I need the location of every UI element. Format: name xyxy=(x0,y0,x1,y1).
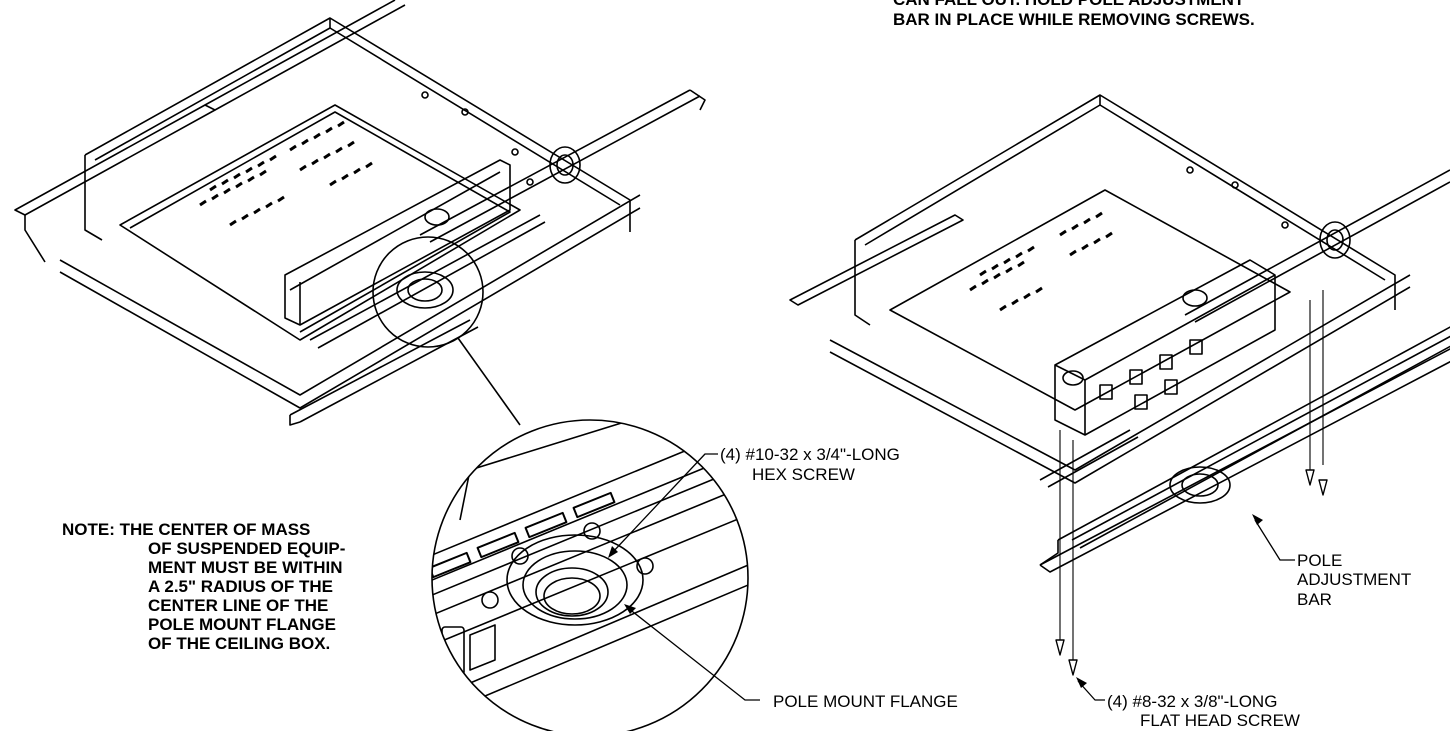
hex-screw-label-line-1: (4) #10-32 x 3/4"-LONG xyxy=(720,445,900,464)
screw-guide-lines xyxy=(1059,290,1324,660)
pole-bar-label-line-3: BAR xyxy=(1297,590,1332,609)
note-line: OF SUSPENDED EQUIP- xyxy=(148,539,346,558)
hex-screw-label-line-2: HEX SCREW xyxy=(752,465,855,484)
note-line: POLE MOUNT FLANGE xyxy=(148,615,336,634)
left-ceiling-box xyxy=(14,0,706,426)
flat-screw-label-line-2: FLAT HEAD SCREW xyxy=(1140,711,1300,730)
note-line: CENTER LINE OF THE xyxy=(148,596,329,615)
screws xyxy=(1055,469,1328,676)
pole-bar-label-line-2: ADJUSTMENT xyxy=(1297,570,1412,589)
flat-screw-label-line-1: (4) #8-32 x 3/8"-LONG xyxy=(1107,692,1278,711)
arrow-heads xyxy=(608,514,1263,688)
pole-bar-label-line-1: POLE xyxy=(1297,551,1343,570)
right-slot-pattern xyxy=(969,211,1113,312)
warning-line-2: BAR IN PLACE WHILE REMOVING SCREWS. xyxy=(893,10,1255,29)
left-slot-pattern xyxy=(199,120,373,227)
note-line: NOTE: THE CENTER OF MASS xyxy=(62,520,311,539)
note-line: A 2.5" RADIUS OF THE xyxy=(148,577,334,596)
pole-adjustment-bar xyxy=(1039,326,1450,573)
leader-lines xyxy=(610,453,1295,701)
note-line: MENT MUST BE WITHIN xyxy=(148,558,343,577)
right-ceiling-box xyxy=(789,94,1450,488)
warning-line-1: CAN FALL OUT. HOLD POLE ADJUSTMENT xyxy=(893,0,1244,9)
pole-mount-flange-label: POLE MOUNT FLANGE xyxy=(773,692,958,711)
detail-callout-circle xyxy=(372,236,484,348)
mass-center-note: NOTE: THE CENTER OF MASS OF SUSPENDED EQ… xyxy=(62,520,345,653)
note-line: OF THE CEILING BOX. xyxy=(148,634,331,653)
detail-view xyxy=(431,419,749,731)
